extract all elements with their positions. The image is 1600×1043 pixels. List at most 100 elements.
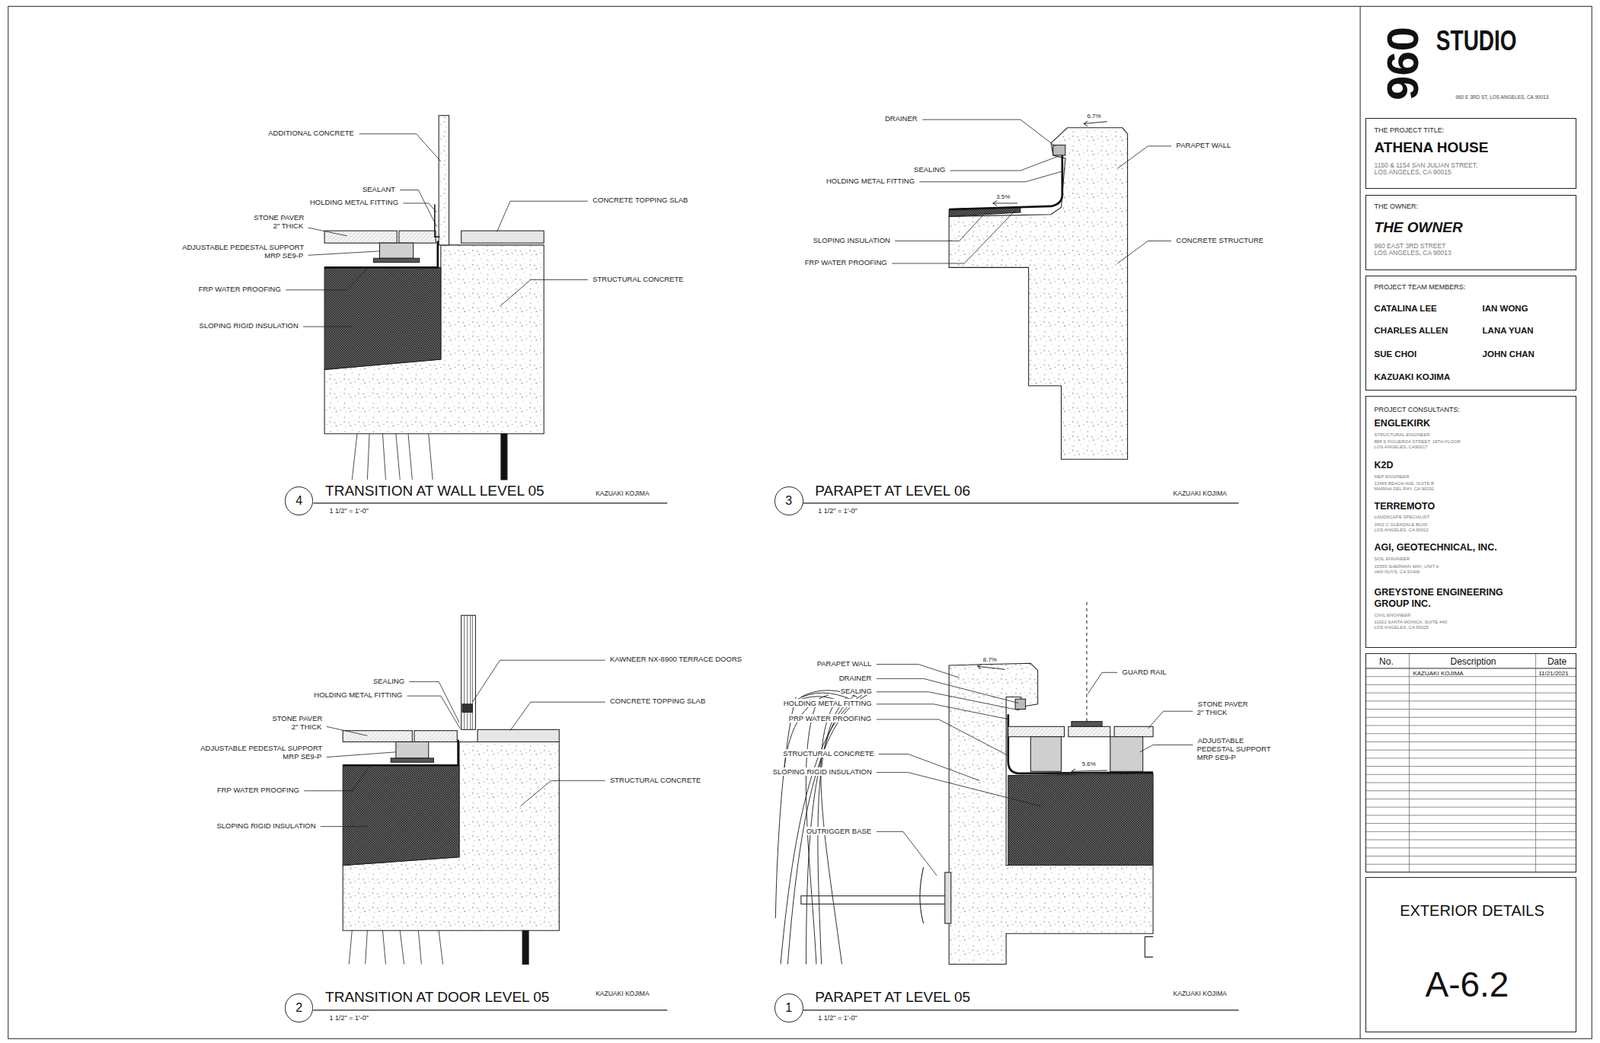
callout-number: 3 — [785, 494, 793, 508]
label-anchor: PARAPET AT LEVEL 06 — [814, 482, 971, 500]
label-anchor: 1 1/2" = 1'-0" — [328, 507, 369, 515]
text-anchor: LANDSCAPE SPECIALIST — [1374, 514, 1431, 521]
team-member: KAZUAKI KOJIMA — [1374, 372, 1451, 382]
scale-note: 1 1/2" = 1'-0" — [328, 507, 369, 515]
label-anchor: KAZUAKI KOJIMA — [594, 490, 650, 499]
text-anchor: CATALINA LEE — [1374, 303, 1438, 314]
callout-label: STONE PAVER 2" THICK — [252, 213, 304, 230]
label-anchor: TRANSITION AT DOOR LEVEL 05 — [324, 989, 550, 1006]
title-block-panel: THE OWNER:THE OWNER960 EAST 3RD STREET L… — [1365, 194, 1577, 271]
label-anchor: KAZUAKI KOJIMA — [1172, 990, 1228, 999]
text-anchor: 16555 SHERMAN WAY, UNIT A VAN NUYS, CA 9… — [1374, 564, 1447, 575]
text-anchor: 13465 BEACH AVE, SUITE B MARINA DEL RAY,… — [1374, 481, 1444, 492]
consultant-address: 16555 SHERMAN WAY, UNIT A VAN NUYS, CA 9… — [1374, 564, 1439, 575]
callout-label: FRP WATER PROOFING — [198, 284, 282, 294]
firm-address: 960 E 3RD ST, LOS ANGELES, CA 90013 — [1454, 94, 1549, 100]
label-anchor: ADDITIONAL CONCRETE — [267, 129, 355, 138]
sheet-title: EXTERIOR DETAILS — [1399, 902, 1545, 920]
callout-circle: 4 — [284, 486, 314, 516]
callout-label: STRUCTURAL CONCRETE — [609, 776, 702, 785]
label-anchor: SEALANT — [361, 185, 397, 195]
text-anchor: 1150 & 1154 SAN JULIAN STREET, LOS ANGEL… — [1374, 162, 1489, 178]
label-anchor: SEALING — [372, 677, 406, 687]
leader-lines — [285, 119, 1193, 876]
text-anchor: SOIL ENGINEER — [1374, 556, 1410, 563]
consultant-name: AGI, GEOTECHNICAL, INC. — [1374, 542, 1498, 553]
detail-1-section — [775, 602, 1153, 965]
label-anchor: DRAINER — [838, 674, 873, 684]
logo-word: STUDIO — [1435, 25, 1518, 56]
callout-label: PARAPET WALL — [1175, 140, 1233, 150]
label-anchor: 1 1/2" = 1'-0" — [817, 507, 858, 515]
callout-number: 1 — [785, 1001, 793, 1016]
callout-label: CONCRETE TOPPING SLAB — [609, 696, 706, 706]
slope-percent: 8.7% — [982, 656, 998, 664]
table-cell: 11/21/2021 — [1538, 670, 1569, 678]
author-name: KAZUAKI KOJIMA — [594, 489, 650, 498]
label-anchor: SLOPING RIGID INSULATION — [772, 768, 873, 777]
label-anchor: OUTRIGGER BASE — [805, 827, 873, 837]
text-anchor: THE PROJECT TITLE: — [1374, 126, 1445, 135]
team-member: IAN WONG — [1482, 303, 1529, 313]
label-anchor: GUARD RAIL — [1121, 668, 1168, 678]
title-block-panel: THE PROJECT TITLE:ATHENA HOUSE1150 & 115… — [1365, 118, 1577, 189]
callout-label: SEALING — [839, 686, 873, 696]
label-anchor: DRAINER — [884, 114, 919, 124]
callout-label: CONCRETE TOPPING SLAB — [591, 195, 689, 205]
callout-label: PRP WATER PROOFING — [788, 714, 873, 723]
label-anchor: FRP WATER PROOFING — [216, 786, 301, 796]
label-anchor: SLOPING INSULATION — [812, 236, 892, 246]
label-anchor: KAWNEER NX-8900 TERRACE DOORS — [609, 655, 743, 665]
author-name: KAZUAKI KOJIMA — [594, 990, 650, 998]
label-anchor: CONCRETE STRUCTURE — [1175, 236, 1265, 246]
label-anchor: ADJUSTABLE PEDESTAL SUPPORT MRP SE9-P — [191, 744, 323, 762]
consultant-role: SOIL ENGINEER — [1374, 556, 1410, 562]
label-anchor: SEALING — [913, 166, 946, 175]
callout-label: STONE PAVER 2" THICK — [271, 714, 323, 732]
callout-label: KAWNEER NX-8900 TERRACE DOORS — [609, 654, 743, 664]
scale-note: 1 1/2" = 1'-0" — [817, 507, 858, 515]
callout-label: GUARD RAIL — [1121, 667, 1168, 677]
label-anchor: HOLDING METAL FITTING — [782, 699, 873, 709]
text-anchor: A-6.2 — [1424, 964, 1509, 1006]
label-anchor: STRUCTURAL CONCRETE — [782, 750, 875, 759]
address-text: 1150 & 1154 SAN JULIAN STREET, LOS ANGEL… — [1374, 161, 1479, 177]
label-anchor: 1 1/2" = 1'-0" — [328, 1014, 369, 1022]
callout-label: HOLDING METAL FITTING — [312, 690, 403, 700]
label-anchor: FRP WATER PROOFING — [804, 258, 888, 268]
label-anchor: 8.7% — [982, 656, 998, 664]
text-anchor: MEP ENGINEER — [1374, 474, 1410, 480]
text-anchor: ENGLEKIRK — [1374, 418, 1431, 429]
callout-label: ADJUSTABLE PEDESTAL SUPPORT MRP SE9-P — [181, 242, 304, 260]
team-member: SUE CHOI — [1374, 349, 1418, 359]
slope-percent: 5.6% — [1081, 760, 1097, 768]
consultant-role: CIVIL ENGINEER — [1374, 613, 1412, 618]
text-anchor: 888 S FIGUEROA STREET, 18TH FLOOR LOS AN… — [1374, 439, 1468, 451]
text-anchor: KAZUAKI KOJIMA — [1412, 670, 1463, 678]
consultant-name: ENGLEKIRK — [1374, 418, 1431, 429]
label-anchor: SLOPING RIGID INSULATION — [215, 822, 317, 831]
consultant-name: K2D — [1374, 459, 1394, 471]
callout-circle: 1 — [774, 993, 804, 1023]
label-anchor: ADJUSTABLE PEDESTAL SUPPORT MRP SE9-P — [1197, 737, 1280, 763]
callout-label: SLOPING INSULATION — [812, 236, 892, 245]
callout-label: ADJUSTABLE PEDESTAL SUPPORT MRP SE9-P — [1197, 736, 1272, 762]
label-anchor: PRP WATER PROOFING — [788, 715, 873, 724]
revision-grid — [1365, 653, 1577, 873]
label-anchor: STRUCTURAL CONCRETE — [609, 776, 702, 786]
label-anchor: PARAPET WALL — [816, 660, 873, 669]
text-anchor: PROJECT TEAM MEMBERS: — [1374, 283, 1466, 291]
sheet-number: A-6.2 — [1424, 964, 1509, 1005]
label-anchor: KAZUAKI KOJIMA — [594, 990, 650, 999]
label-anchor: KAZUAKI KOJIMA — [1172, 490, 1228, 499]
consultant-name: GREYSTONE ENGINEERING GROUP INC. — [1374, 587, 1504, 609]
label-anchor: STUDIO — [1435, 25, 1518, 58]
title-block-panel: PROJECT CONSULTANTS:ENGLEKIRKSTRUCTURAL … — [1365, 396, 1577, 649]
consultant-role: STRUCTURAL ENGINEER — [1374, 432, 1431, 438]
consultant-address: 888 S FIGUEROA STREET, 18TH FLOOR LOS AN… — [1374, 439, 1461, 450]
callout-label: DRAINER — [838, 673, 873, 683]
text-anchor: KAZUAKI KOJIMA — [1374, 372, 1451, 383]
panel-heading: THE PROJECT TITLE: — [1374, 126, 1445, 135]
detail-title: TRANSITION AT WALL LEVEL 05 — [324, 482, 546, 499]
text-anchor: 3401 C GLENDALE BLVD LOS ANGELES, CA 900… — [1374, 522, 1434, 534]
